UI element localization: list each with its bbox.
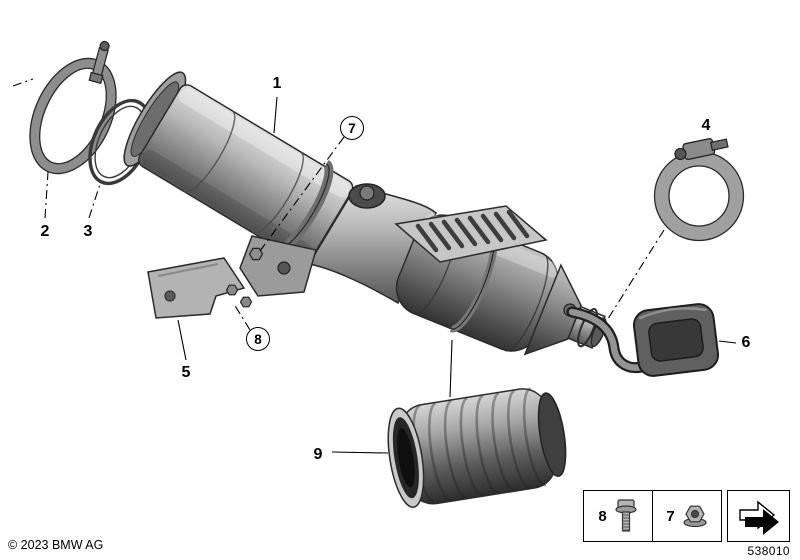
- v-band-clamp-art: [29, 40, 117, 175]
- legend-item-bolt[interactable]: 8: [584, 491, 652, 541]
- circled-callout-part-7[interactable]: 7: [340, 116, 364, 140]
- flex-pipe-art: [387, 387, 567, 508]
- copyright-text: © 2023 BMW AG: [8, 538, 104, 552]
- flange-bolt-icon: [615, 499, 637, 532]
- legend-nut-number: 7: [666, 507, 675, 525]
- callout-part-1[interactable]: 1: [272, 75, 282, 92]
- fastener-legend-box: 8 7: [583, 490, 722, 542]
- flange-nut-icon: [683, 505, 707, 528]
- callout-part-4[interactable]: 4: [701, 117, 711, 134]
- callout-part-2[interactable]: 2: [40, 223, 50, 240]
- direction-arrow-box: [727, 490, 790, 542]
- circled-callout-part-8[interactable]: 8: [246, 327, 270, 351]
- downpipe-art: [123, 71, 354, 264]
- rubber-mount-art: [632, 303, 720, 377]
- exhaust-clamp-art: [653, 137, 745, 242]
- hanger-rod-art: [563, 303, 659, 374]
- callout-part-3[interactable]: 3: [83, 223, 93, 240]
- leader-lines: [12, 78, 737, 454]
- callout-part-9[interactable]: 9: [313, 446, 323, 463]
- legend-item-nut[interactable]: 7: [652, 491, 721, 541]
- direction-arrow-icon: [738, 500, 779, 535]
- diagram-number: 538010: [747, 544, 790, 558]
- callout-part-6[interactable]: 6: [741, 334, 751, 351]
- legend-bolt-number: 8: [598, 507, 607, 525]
- o2-sensor-tip: [359, 185, 375, 201]
- callout-part-5[interactable]: 5: [181, 364, 191, 381]
- pipe-bracket-art: [239, 235, 317, 297]
- holder-bracket-art: [147, 257, 253, 319]
- heat-shield-art: [394, 205, 548, 263]
